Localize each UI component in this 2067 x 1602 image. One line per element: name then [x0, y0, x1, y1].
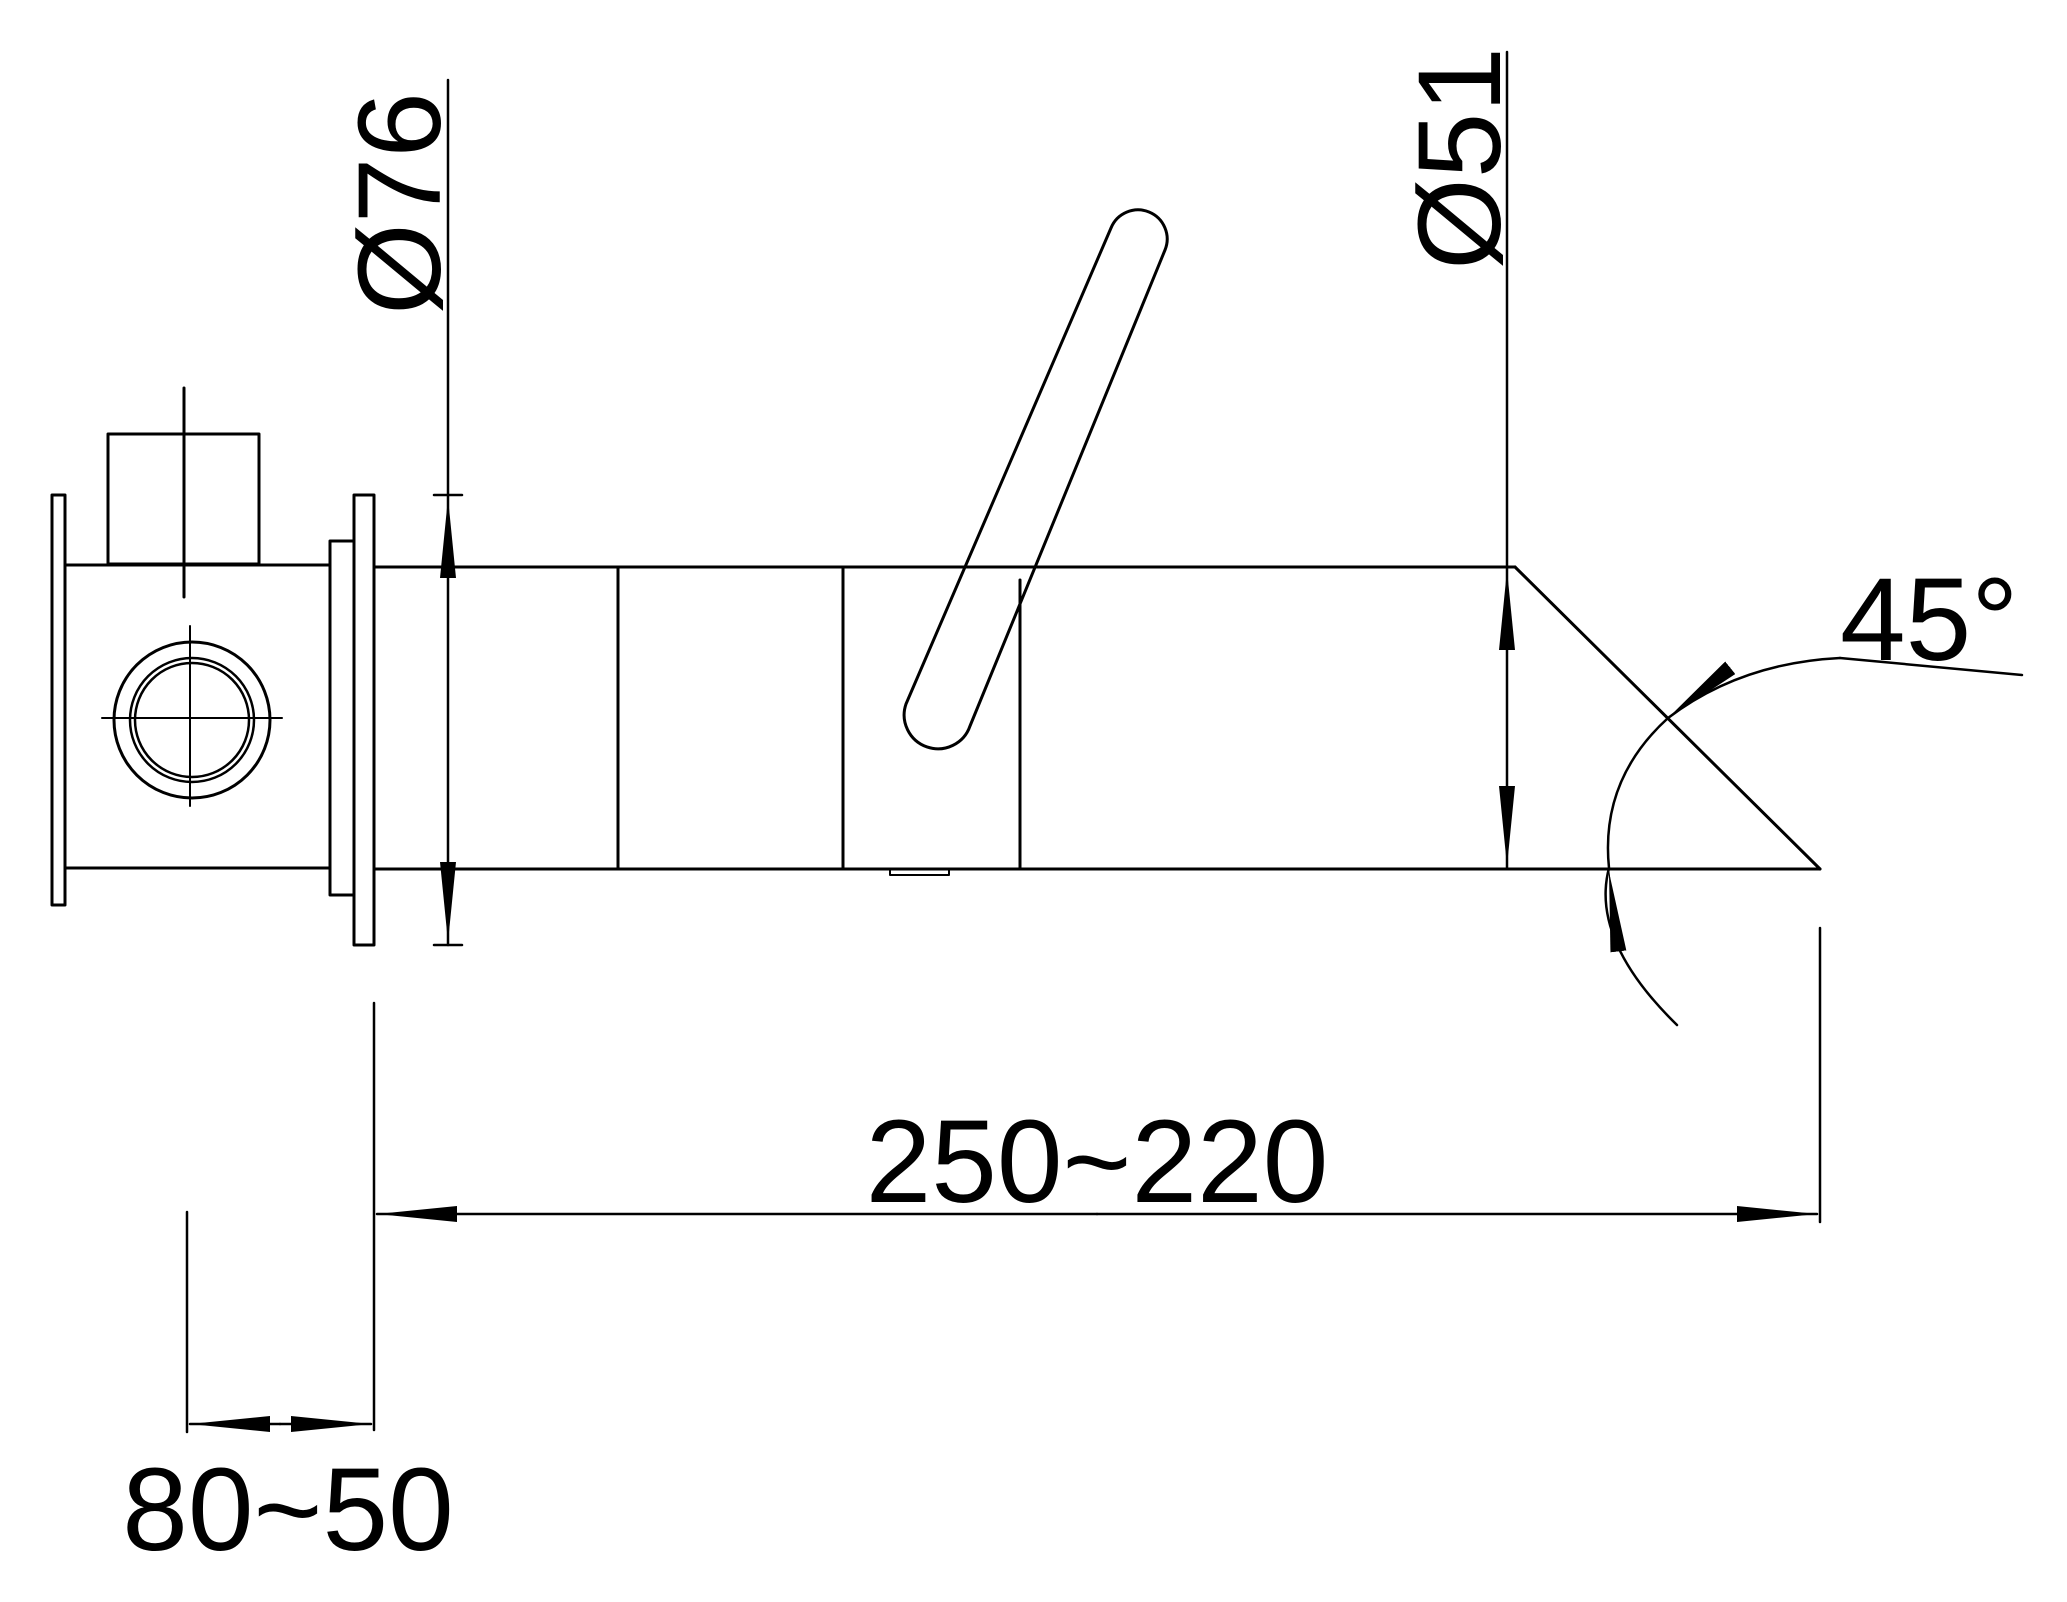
angle-leader-line: [1838, 656, 2024, 677]
dimension-wall-depth: 80~50: [122, 1210, 454, 1576]
valve-body: [50, 386, 332, 907]
wall-flange: [328, 493, 376, 947]
label-spout-length: 250~220: [866, 1096, 1329, 1228]
flange-front: [352, 493, 376, 947]
dimension-spout-angle: 45°: [1604, 554, 2024, 1027]
dimension-spout-diameter: Ø51: [1394, 47, 1526, 871]
angle-arc: [1604, 656, 1842, 1027]
outlet-circle-mid: [128, 656, 256, 784]
dimension-outer-diameter: Ø76: [334, 78, 466, 947]
label-outer-diameter: Ø76: [334, 92, 466, 315]
outlet-circle-inner: [133, 661, 251, 779]
spout-body: [372, 565, 1822, 876]
angle-arrow-top: [1667, 661, 1736, 719]
label-wall-depth: 80~50: [122, 1444, 453, 1576]
lever-handle: [902, 208, 1169, 751]
outlet-circle-outer: [112, 640, 272, 800]
dimension-spout-length: 250~220: [372, 926, 1822, 1432]
flange-back: [328, 539, 356, 897]
label-spout-angle: 45°: [1840, 554, 2018, 686]
lever-handle-outline: [902, 208, 1169, 751]
wall-plate-left: [50, 493, 67, 907]
angle-arrow-bottom: [1608, 871, 1627, 953]
label-spout-diameter: Ø51: [1394, 47, 1526, 270]
aerator-tab: [889, 868, 950, 876]
